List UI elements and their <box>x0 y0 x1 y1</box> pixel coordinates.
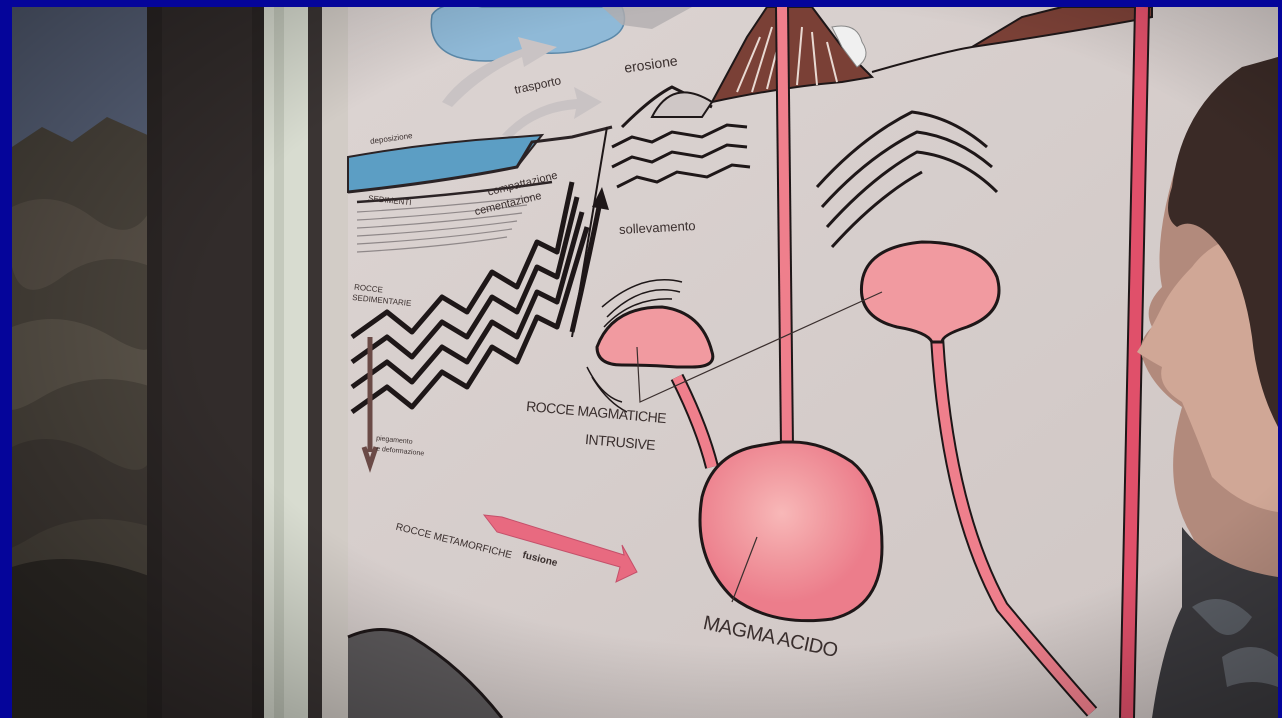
photo-scene: trasporto erosione deposizione SEDIMENTI… <box>12 7 1278 718</box>
scene-illustration <box>12 7 1278 718</box>
frame-trim <box>264 7 308 718</box>
magma-conduit <box>782 7 787 447</box>
background-rock-photo <box>12 7 162 718</box>
label-sollevamento: sollevamento <box>619 219 696 236</box>
magma-chamber <box>700 442 882 621</box>
